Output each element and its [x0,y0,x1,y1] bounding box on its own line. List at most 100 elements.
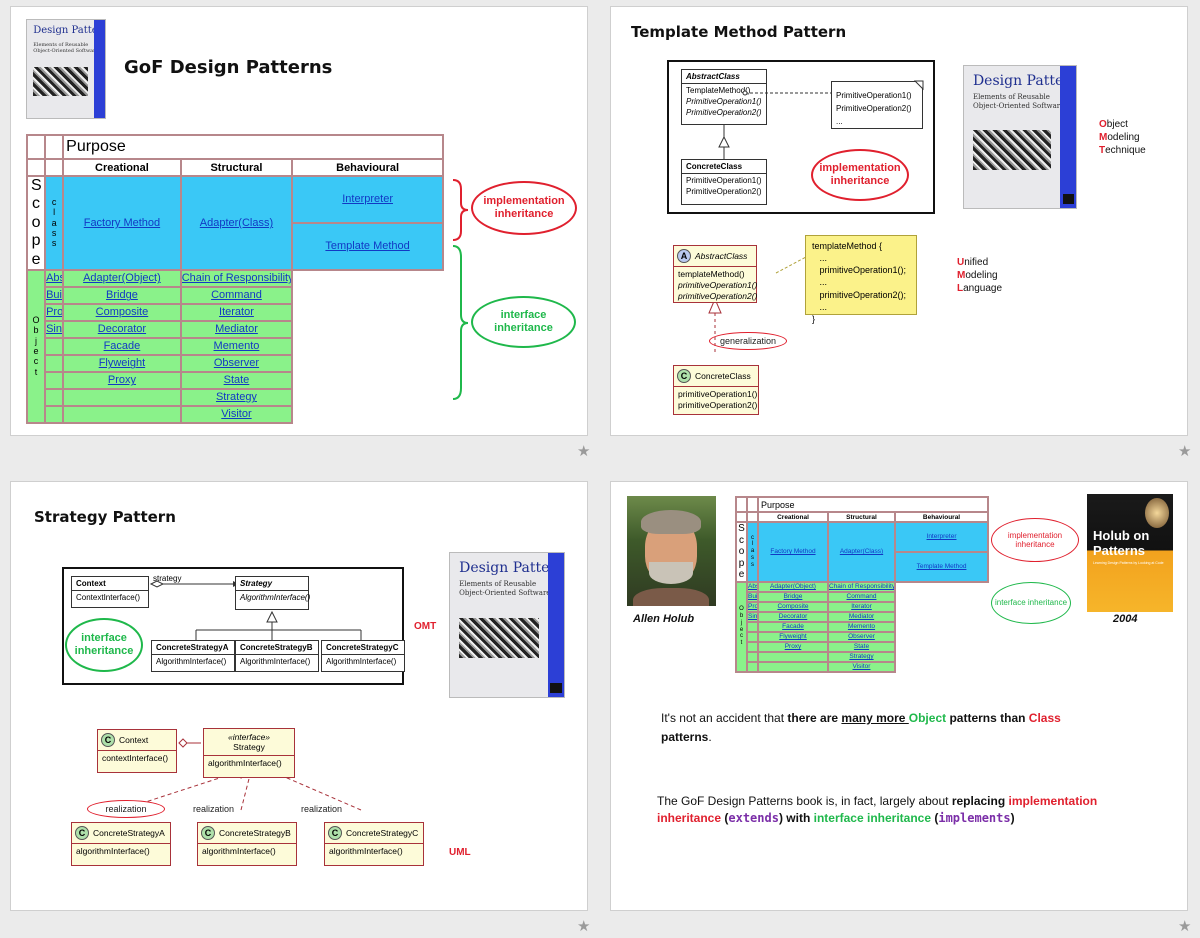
pattern-proxy[interactable]: Proxy [757,640,829,653]
pattern-prototype[interactable]: Prototype [746,600,759,613]
pattern-builder[interactable]: Builder [44,285,65,305]
pattern-template-method[interactable]: Template Method [893,550,990,583]
star-icon[interactable]: ★ [1178,918,1192,935]
column-behavioural: Behavioural [291,158,444,177]
pattern-composite[interactable]: Composite [62,302,182,322]
pattern-factory-method[interactable]: Factory Method [62,175,182,271]
pattern-interpreter[interactable]: Interpreter [893,521,990,553]
design-patterns-book-cover: Design Patterns Elements of Reusable Obj… [449,552,565,698]
pattern-facade[interactable]: Facade [62,336,182,356]
column-behavioural: Behavioural [893,511,990,523]
empty-cell [757,650,829,663]
pattern-command[interactable]: Command [179,285,294,305]
pattern-bridge[interactable]: Bridge [757,590,829,603]
slide-102[interactable]: Template Method Pattern AbstractClass Te… [610,6,1188,436]
abstract-class-icon: A [677,249,691,263]
pattern-memento[interactable]: Memento [827,620,896,633]
pattern-mediator[interactable]: Mediator [827,610,896,623]
book-subtitle: Elements of Reusable [33,41,89,48]
pattern-chain-of-responsibility[interactable]: Chain of Responsibility [179,268,294,288]
uml-acronym: Unified Modeling Language [957,257,1003,294]
column-structural: Structural [179,158,294,177]
pattern-interpreter[interactable]: Interpreter [291,175,444,224]
realization-label-circled: realization [87,800,165,818]
empty-cell [62,387,182,407]
pattern-abstract-factory[interactable]: Abstract Factory [44,268,65,288]
design-patterns-book-cover: Design Patterns Elements of Reusable Obj… [963,65,1077,209]
pattern-mediator[interactable]: Mediator [179,319,294,339]
star-icon[interactable]: ★ [1178,443,1192,460]
omt-note-box: PrimitiveOperation1()PrimitiveOperation2… [831,81,923,129]
pattern-singleton[interactable]: Singleton [746,610,759,623]
book-title: Design Patterns [972,73,1077,90]
pattern-visitor[interactable]: Visitor [179,404,294,424]
pattern-strategy[interactable]: Strategy [827,650,896,663]
pattern-decorator[interactable]: Decorator [62,319,182,339]
pattern-visitor[interactable]: Visitor [827,660,896,673]
pattern-facade[interactable]: Facade [757,620,829,633]
star-icon[interactable]: ★ [577,918,591,935]
star-icon[interactable]: ★ [577,443,591,460]
design-patterns-book-cover: Design Patterns Elements of Reusable Obj… [26,19,106,119]
pattern-memento[interactable]: Memento [179,336,294,356]
realization-label: realization [193,804,235,814]
omt-strategy-class: Strategy AlgorithmInterface() [235,576,310,610]
pattern-prototype[interactable]: Prototype [44,302,65,322]
pattern-decorator[interactable]: Decorator [757,610,829,623]
pattern-adapter-object[interactable]: Adapter(Object) [757,580,829,593]
book-subtitle-2: Object-Oriented Software [459,589,551,597]
book-publisher-logo [550,682,562,693]
pattern-adapter-class[interactable]: Adapter(Class) [827,521,896,583]
uml-strategy-interface: «interface»Strategy algorithmInterface() [203,728,295,778]
book-title: Holub on [1093,528,1150,543]
pattern-observer[interactable]: Observer [179,353,294,373]
pattern-composite[interactable]: Composite [757,600,829,613]
omt-context-class: Context ContextInterface() [71,576,149,608]
book-subtitle: Elements of Reusable [972,92,1050,101]
implementation-inheritance-ellipse: implementation inheritance [991,518,1079,562]
pattern-state[interactable]: State [827,640,896,653]
book-spine-bar [548,553,564,697]
pattern-proxy[interactable]: Proxy [62,370,182,390]
generalization-label: generalization [709,332,787,350]
pattern-flyweight[interactable]: Flyweight [62,353,182,373]
column-structural: Structural [827,511,896,523]
slide-104[interactable]: Allen Holub Purpose Creational Structura… [610,481,1188,911]
pattern-command[interactable]: Command [827,590,896,603]
pattern-singleton[interactable]: Singleton [44,319,65,339]
column-creational: Creational [757,511,829,523]
pattern-state[interactable]: State [179,370,294,390]
pattern-abstract-factory[interactable]: Abstract Factory [746,580,759,593]
pattern-observer[interactable]: Observer [827,630,896,643]
empty-cell [746,620,759,633]
pattern-flyweight[interactable]: Flyweight [757,630,829,643]
purpose-header: Purpose [756,496,990,513]
slide-103[interactable]: Strategy Pattern strategy Context Contex… [10,481,588,911]
book-artwork [972,129,1052,170]
pattern-bridge[interactable]: Bridge [62,285,182,305]
pattern-adapter-object[interactable]: Adapter(Object) [62,268,182,288]
interface-inheritance-ellipse: interface inheritance [991,582,1071,624]
class-icon: C [201,826,215,840]
purpose-header: Purpose [62,134,444,160]
pattern-adapter-class[interactable]: Adapter(Class) [179,175,294,271]
slide-101[interactable]: Design Patterns Elements of Reusable Obj… [10,6,588,436]
strategy-association-label: strategy [153,574,182,583]
pattern-strategy[interactable]: Strategy [179,387,294,407]
pattern-builder[interactable]: Builder [746,590,759,603]
slide-title: GoF Design Patterns [124,57,333,78]
pattern-template-method[interactable]: Template Method [291,221,444,271]
pattern-chain-of-responsibility[interactable]: Chain of Responsibility [827,580,896,593]
empty-cell [746,650,759,663]
book-artwork [459,617,539,659]
pattern-iterator[interactable]: Iterator [179,302,294,322]
pattern-factory-method[interactable]: Factory Method [757,521,829,583]
omt-concrete-class: ConcreteClass PrimitiveOperation1()Primi… [681,159,767,205]
pattern-iterator[interactable]: Iterator [827,600,896,613]
